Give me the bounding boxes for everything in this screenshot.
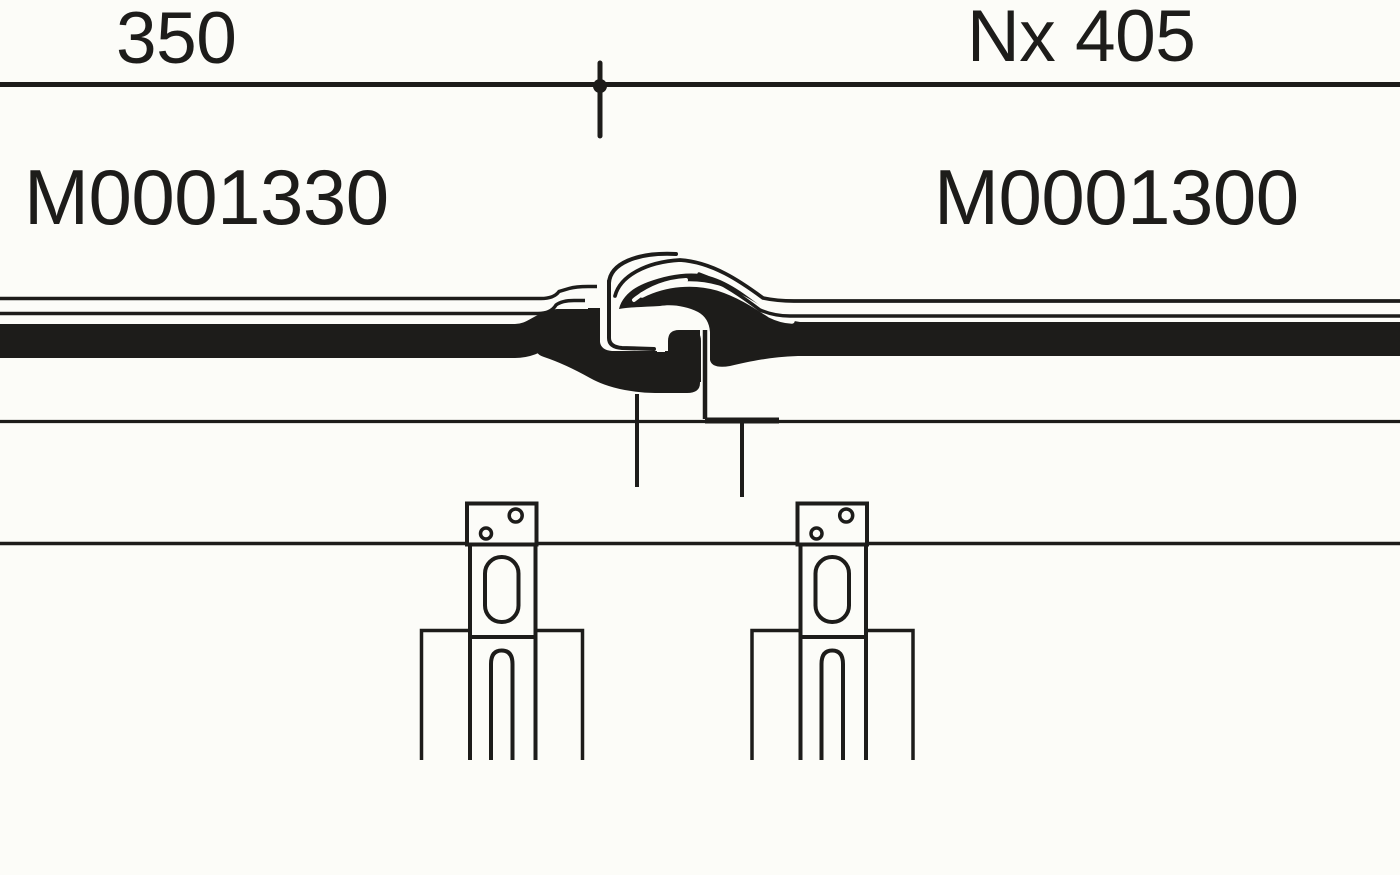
right-panel-top-line <box>613 258 1400 303</box>
dimension-label-right: Nx 405 <box>967 0 1196 77</box>
dimension-label-left: 350 <box>116 0 237 79</box>
seam-hook <box>668 330 701 382</box>
seam-pocket-gap <box>657 322 695 352</box>
seam-cap-fold-gap-inner <box>632 278 688 302</box>
panel-label-right: M0001300 <box>934 153 1299 241</box>
left-panel-section <box>0 284 597 358</box>
seam-cap-and-right-core <box>619 273 1400 367</box>
seam-upstand-line <box>607 279 656 351</box>
left-panel-inner-line <box>0 298 585 316</box>
right-panel-inner-line <box>697 272 1400 318</box>
dimension-tick-dot <box>593 79 607 93</box>
left-panel-core-band <box>0 309 588 358</box>
seam-outer-hem-arc <box>607 251 678 285</box>
dimension-line <box>0 60 1400 139</box>
panel-label-left: M0001330 <box>24 153 389 241</box>
seam-lower-fold <box>537 308 700 393</box>
left-panel-top-line <box>0 284 597 301</box>
